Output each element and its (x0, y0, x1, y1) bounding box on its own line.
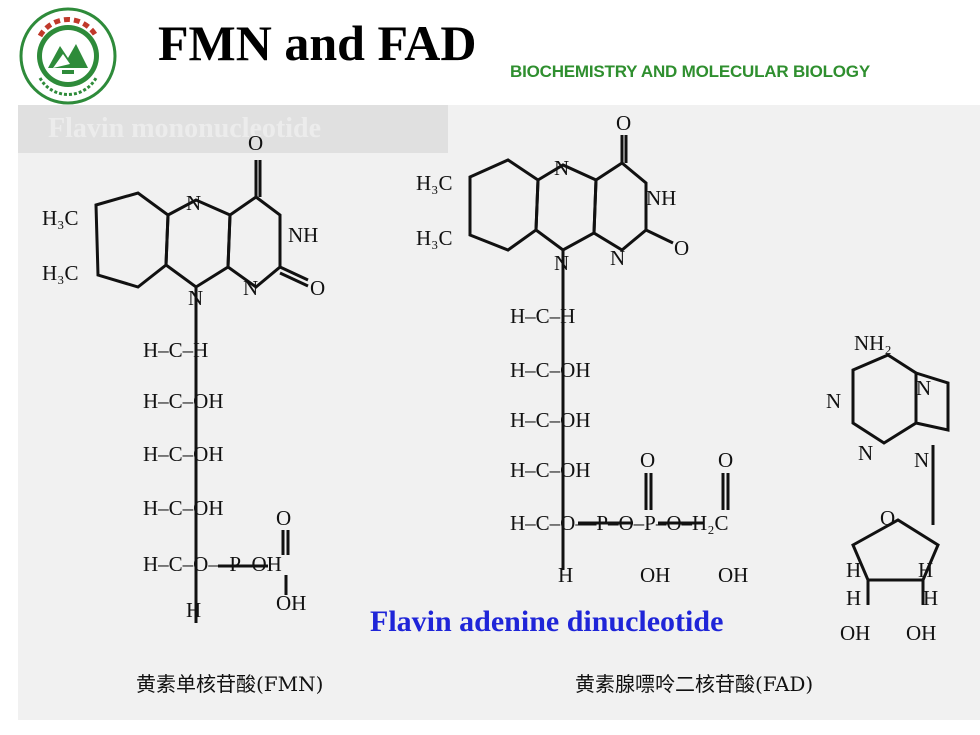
svg-text:O: O (718, 448, 733, 472)
svg-text:H–C–OH: H–C–OH (143, 442, 224, 466)
svg-text:N: N (188, 286, 203, 310)
university-seal-icon (19, 7, 117, 105)
fmn-labels: H₃C H₃C O NH O N N N H–C–H H–C–OH H–C–OH… (42, 131, 325, 622)
svg-text:OH: OH (906, 621, 936, 645)
svg-text:N: N (826, 389, 841, 413)
svg-text:H₃C: H₃C (42, 206, 79, 230)
scanned-figure (18, 105, 980, 720)
svg-text:NH₂: NH₂ (854, 331, 892, 355)
svg-text:OH: OH (840, 621, 870, 645)
svg-text:H–C–H: H–C–H (510, 304, 575, 328)
fad-name-label: Flavin adenine dinucleotide (370, 605, 724, 638)
fmn-caption: 黄素单核苷酸(FMN) (136, 672, 324, 696)
page-title: FMN and FAD (158, 15, 477, 71)
svg-text:H–C–OH: H–C–OH (510, 358, 591, 382)
svg-text:O: O (248, 131, 263, 155)
svg-text:N: N (916, 376, 931, 400)
svg-text:H₃C: H₃C (416, 226, 453, 250)
svg-text:N: N (858, 441, 873, 465)
fad-labels: H₃C H₃C O NH O N N N H–C–H H–C–OH H–C–OH… (416, 111, 938, 645)
svg-text:OH: OH (718, 563, 748, 587)
svg-text:O: O (310, 276, 325, 300)
svg-text:H₃C: H₃C (416, 171, 453, 195)
svg-text:H: H (846, 586, 861, 610)
svg-text:H: H (923, 586, 938, 610)
svg-text:H–C–OH: H–C–OH (510, 458, 591, 482)
svg-text:H–C–H: H–C–H (143, 338, 208, 362)
svg-text:OH: OH (640, 563, 670, 587)
svg-text:H: H (186, 598, 201, 622)
svg-text:N: N (243, 276, 258, 300)
svg-text:NH: NH (646, 186, 676, 210)
svg-text:H: H (918, 558, 933, 582)
svg-text:H₃C: H₃C (42, 261, 79, 285)
svg-text:O: O (616, 111, 631, 135)
svg-text:H–C–OH: H–C–OH (143, 496, 224, 520)
svg-text:H–C–O—P–OH: H–C–O—P–OH (143, 552, 282, 576)
faded-heading: Flavin mononucleotide (48, 113, 322, 144)
course-subject: BIOCHEMISTRY AND MOLECULAR BIOLOGY (510, 62, 870, 81)
svg-text:OH: OH (276, 591, 306, 615)
svg-text:O: O (880, 506, 895, 530)
svg-text:NH: NH (288, 223, 318, 247)
svg-text:N: N (914, 448, 929, 472)
svg-text:N: N (610, 246, 625, 270)
svg-text:O: O (276, 506, 291, 530)
fad-structure (468, 135, 950, 605)
svg-text:H–C–OH: H–C–OH (510, 408, 591, 432)
structure-diagrams: H₃C H₃C O NH O N N N H–C–H H–C–OH H–C–OH… (42, 111, 950, 645)
scan-heading-strip (18, 105, 448, 153)
svg-text:H–C–OH: H–C–OH (143, 389, 224, 413)
svg-text:N: N (186, 191, 201, 215)
svg-text:H–C–O—P–O–P–O–H₂C: H–C–O—P–O–P–O–H₂C (510, 511, 729, 535)
fmn-structure (94, 160, 309, 623)
svg-text:O: O (640, 448, 655, 472)
svg-text:N: N (554, 251, 569, 275)
svg-text:H: H (846, 558, 861, 582)
svg-text:N: N (554, 156, 569, 180)
svg-text:H: H (558, 563, 573, 587)
fad-caption: 黄素腺嘌呤二核苷酸(FAD) (575, 672, 814, 696)
svg-text:O: O (674, 236, 689, 260)
